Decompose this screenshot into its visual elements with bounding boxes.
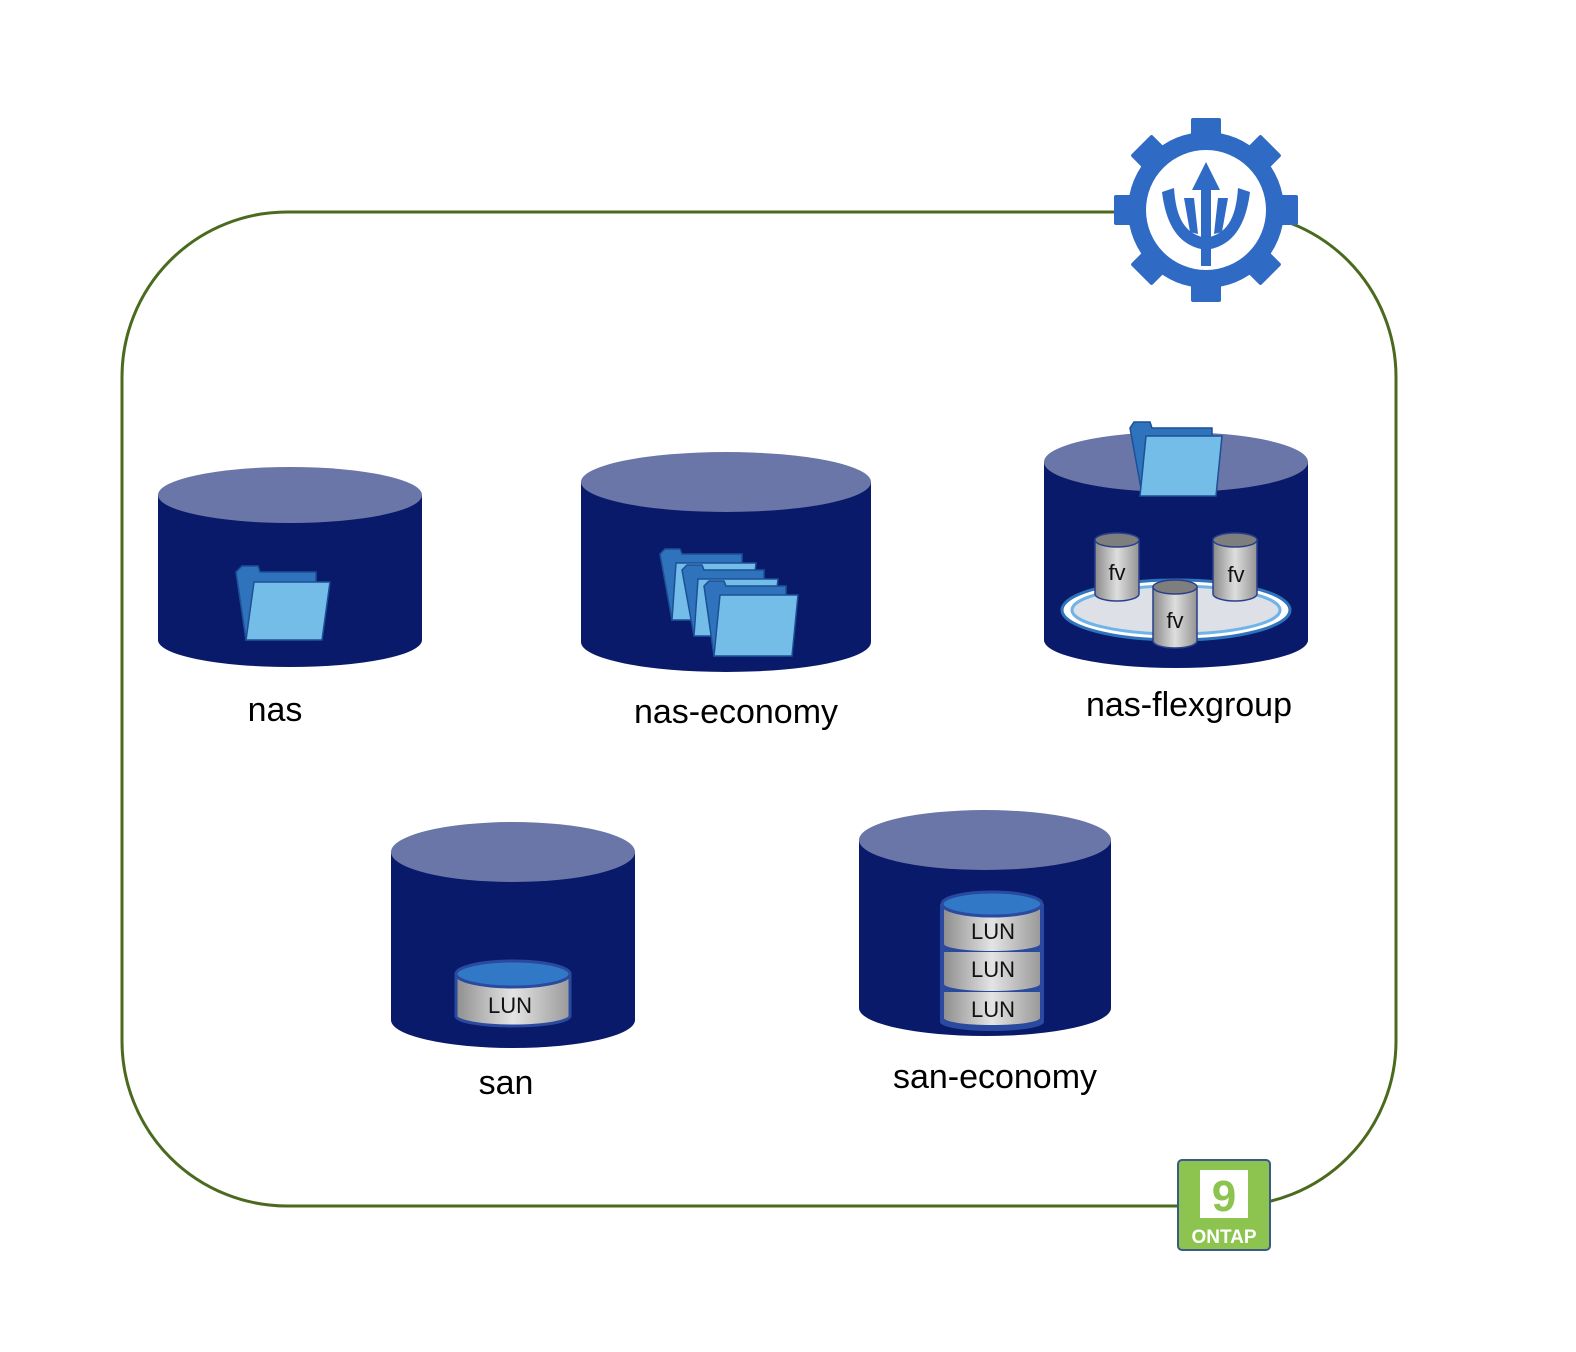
driver-san-economy: LUN LUN LUN san-economy [859,810,1111,1096]
lun-stack-icon: LUN LUN LUN [940,890,1044,1031]
cylinder-top [581,452,871,512]
lun-label: LUN [971,997,1015,1022]
folders-icon [659,548,799,657]
driver-label: san [479,1064,534,1102]
cylinder-top [158,467,422,523]
flexvol-icon: fv [1094,532,1140,602]
trident-logo-icon [1114,118,1298,302]
lun-icon: LUN [454,959,572,1028]
flexvol-label: fv [1166,608,1183,633]
flexvol-icon: fv [1152,579,1198,649]
cylinder-top [391,822,635,882]
driver-label: nas-flexgroup [1086,686,1292,724]
driver-label: nas-economy [634,693,838,731]
driver-label: nas [248,691,303,729]
driver-nas-flexgroup: fv fv fv nas-flexgroup [1044,421,1308,724]
trident-icon [1162,162,1250,266]
driver-label: san-economy [893,1058,1097,1096]
driver-nas-economy: nas-economy [581,452,871,731]
cylinder-body [391,852,635,1048]
cylinder-top [859,810,1111,870]
folder-icon [1129,421,1223,497]
flexvol-label: fv [1108,560,1125,585]
driver-nas: nas [158,467,422,729]
flexvol-label: fv [1227,562,1244,587]
ontap-version: 9 [1212,1172,1236,1221]
lun-label: LUN [488,993,532,1018]
flexvol-icon: fv [1212,532,1258,602]
folder-icon [235,565,331,641]
ontap-label: ONTAP [1191,1227,1256,1248]
driver-san: LUN san [391,822,635,1102]
ontap-badge: 9 ONTAP [1177,1159,1271,1251]
lun-label: LUN [971,957,1015,982]
lun-label: LUN [971,919,1015,944]
ontap-cluster-frame [120,210,1398,1208]
